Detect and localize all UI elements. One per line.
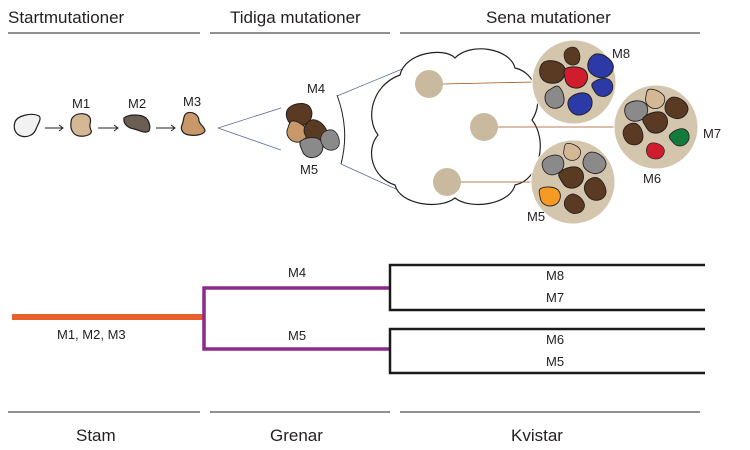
label-m2: M2 bbox=[128, 96, 146, 111]
label-clone-m8: M8 bbox=[612, 46, 630, 61]
clone-m7 bbox=[613, 84, 699, 170]
arrow-2 bbox=[98, 124, 119, 132]
tree-label-stem: M1, M2, M3 bbox=[57, 327, 126, 342]
tree-label-branch-upper: M4 bbox=[288, 265, 306, 280]
label-m4: M4 bbox=[307, 81, 325, 96]
tree-label-twig-m6: M6 bbox=[546, 332, 564, 347]
clone-m8 bbox=[531, 39, 618, 125]
expand-line-lower bbox=[217, 127, 282, 151]
tumor-sample-bottom bbox=[433, 168, 461, 196]
label-clone-m6: M6 bbox=[643, 171, 661, 186]
expand-line-upper bbox=[217, 107, 282, 129]
tree-branches bbox=[202, 286, 390, 351]
label-m1: M1 bbox=[72, 96, 90, 111]
clone-m5 bbox=[530, 139, 616, 225]
tree-label-branch-lower: M5 bbox=[288, 328, 306, 343]
footer-stem: Stam bbox=[76, 426, 116, 445]
tree-label-twig-m7: M7 bbox=[546, 290, 564, 305]
header-start-mutations: Startmutationer bbox=[8, 8, 125, 27]
label-clone-m5: M5 bbox=[527, 209, 545, 224]
header-early-mutations: Tidiga mutationer bbox=[230, 8, 361, 27]
footer-branches: Grenar bbox=[270, 426, 323, 445]
bracket bbox=[336, 94, 346, 165]
connector-top bbox=[442, 81, 534, 85]
early-cell-cluster bbox=[283, 100, 343, 162]
footer-twigs: Kvistar bbox=[511, 426, 563, 445]
tree-label-twig-m5: M5 bbox=[546, 354, 564, 369]
label-m5: M5 bbox=[300, 162, 318, 177]
arrow-1 bbox=[45, 124, 64, 132]
cell-m3 bbox=[180, 111, 206, 136]
cell-m1 bbox=[70, 113, 92, 137]
arrow-3 bbox=[156, 124, 176, 132]
tumor-sample-top bbox=[415, 70, 443, 98]
tree-label-twig-m8: M8 bbox=[546, 268, 564, 283]
label-clone-m7: M7 bbox=[703, 126, 721, 141]
header-late-mutations: Sena mutationer bbox=[486, 8, 611, 27]
tree-twigs-upper bbox=[388, 263, 705, 312]
tumor-outline bbox=[370, 48, 541, 206]
tumor-sample-middle bbox=[470, 113, 498, 141]
tree-twigs-lower bbox=[388, 327, 705, 375]
label-m3: M3 bbox=[183, 94, 201, 109]
cell-normal bbox=[13, 113, 41, 138]
cell-m2 bbox=[123, 114, 151, 133]
